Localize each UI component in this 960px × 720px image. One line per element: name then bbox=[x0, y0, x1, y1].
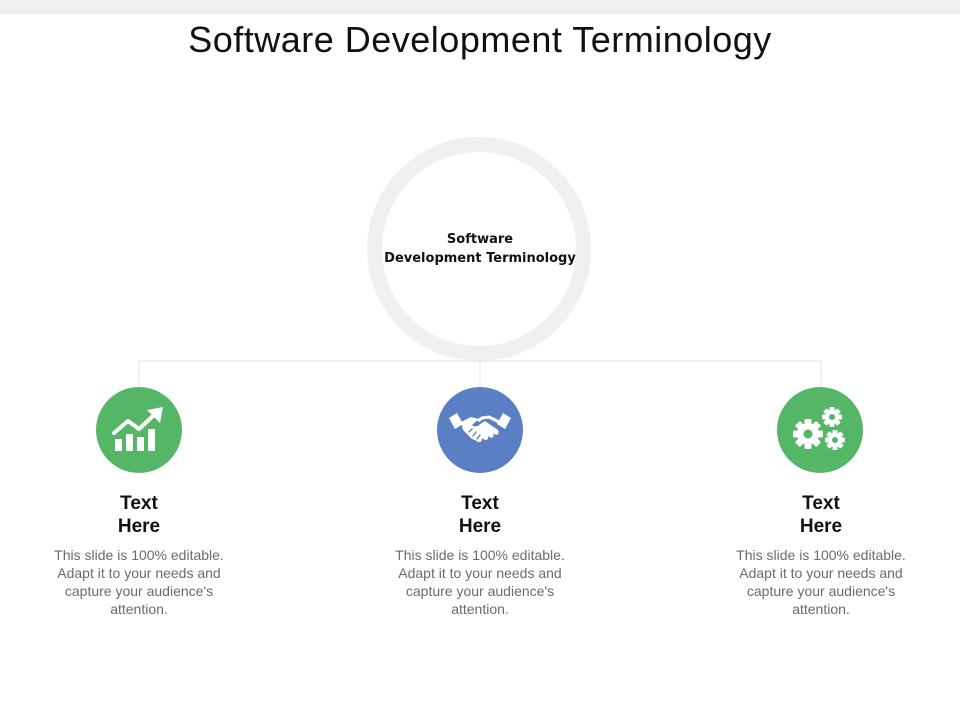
node-2-heading-line-1: Text bbox=[461, 493, 499, 514]
node-3-heading-line-1: Text bbox=[802, 493, 840, 514]
node-1-heading-line-1: Text bbox=[120, 493, 158, 514]
node-2-description: This slide is 100% editable. Adapt it to… bbox=[395, 547, 565, 617]
node-2-heading: Text Here bbox=[395, 492, 565, 538]
node-1-heading-line-2: Here bbox=[117, 516, 161, 537]
node-3-icon-circle bbox=[777, 387, 863, 473]
node-3-heading: Text Here bbox=[736, 492, 906, 538]
center-label-line-1: Software bbox=[446, 232, 514, 247]
growth-chart-icon bbox=[112, 407, 163, 451]
node-1-description: This slide is 100% editable. Adapt it to… bbox=[54, 547, 224, 617]
center-label: Software Development Terminology bbox=[376, 230, 584, 268]
slide-title: Software Development Terminology bbox=[188, 19, 772, 60]
gears-icon bbox=[793, 407, 845, 450]
node-3-description: This slide is 100% editable. Adapt it to… bbox=[736, 547, 906, 617]
node-3-heading-line-2: Here bbox=[799, 516, 843, 537]
node-1-heading: Text Here bbox=[54, 492, 224, 538]
node-1-icon-circle bbox=[96, 387, 182, 473]
node-2-heading-line-2: Here bbox=[458, 516, 502, 537]
node-2-icon-circle bbox=[437, 387, 523, 473]
handshake-icon bbox=[449, 413, 511, 443]
top-strip bbox=[0, 0, 960, 14]
center-label-line-2: Development Terminology bbox=[384, 251, 576, 266]
